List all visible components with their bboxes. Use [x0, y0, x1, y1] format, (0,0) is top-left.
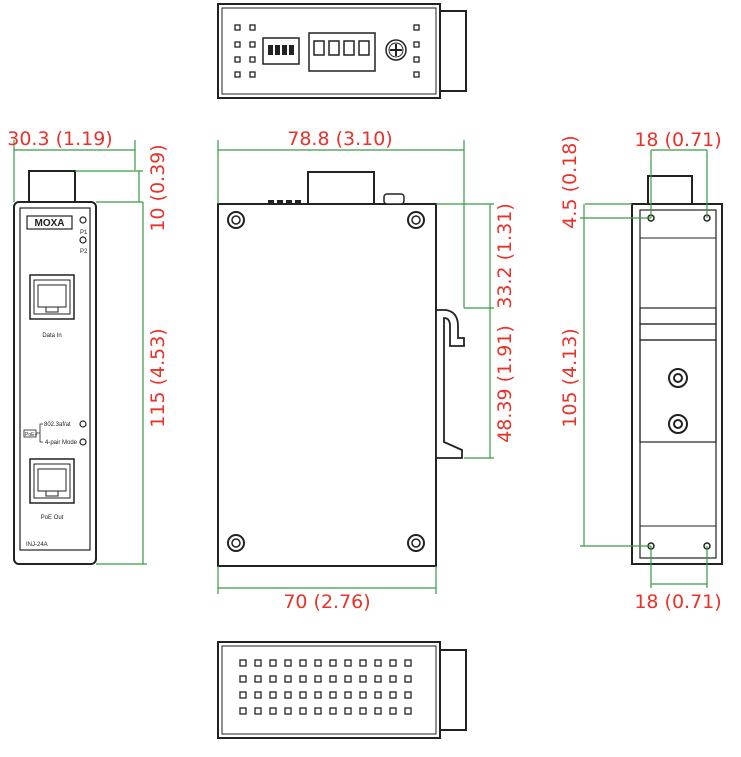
vent-slot	[254, 675, 262, 683]
data-in-port	[29, 274, 75, 320]
dim-front-rail-height: 48.39 (1.91)	[494, 325, 516, 443]
vent-slot	[329, 659, 337, 667]
dim-side-depth: 30.3 (1.19)	[7, 128, 112, 150]
vent-slot	[239, 707, 247, 715]
vent-slot	[269, 659, 277, 667]
vent-slot	[389, 675, 397, 683]
main-view	[217, 171, 465, 567]
screw-icon	[227, 211, 425, 552]
vent-slot	[299, 659, 307, 667]
bottom-view-terminal-cap	[439, 649, 467, 731]
vent-slot	[344, 691, 352, 699]
vent-slot	[299, 691, 307, 699]
vent-slot	[254, 691, 262, 699]
vent-slot	[344, 675, 352, 683]
vent-slot	[359, 707, 367, 715]
vent-slot	[284, 675, 292, 683]
dim-front-top-width: 78.8 (3.10)	[287, 128, 392, 150]
vent-slot	[269, 675, 277, 683]
brand-text: MOXA	[35, 218, 65, 229]
vent-slot	[344, 659, 352, 667]
main-dimension-lines	[217, 140, 494, 594]
vent-slot	[314, 659, 322, 667]
bottom-view-body	[217, 641, 441, 739]
vent-slot	[404, 659, 412, 667]
rear-view-body	[631, 203, 723, 565]
poe-out-port	[29, 458, 75, 504]
top-view-terminal-cap	[439, 10, 467, 92]
rear-view	[631, 175, 723, 565]
vent-slot	[404, 675, 412, 683]
dim-front-bottom-width: 70 (2.76)	[283, 591, 370, 613]
vent-slot	[374, 707, 382, 715]
front-panel-view: MOXA P1 P2 Data In 802.3af/at PoE+ 4-pai…	[13, 170, 97, 565]
vent-slot	[269, 691, 277, 699]
vent-slot	[239, 675, 247, 683]
front-panel-terminal	[28, 170, 76, 203]
vent-slot	[284, 659, 292, 667]
vent-slot	[404, 707, 412, 715]
vent-slot	[404, 691, 412, 699]
vent-slot	[299, 707, 307, 715]
vent-slot	[314, 675, 322, 683]
dip-switch	[262, 37, 300, 65]
din-rail-clip	[435, 309, 465, 459]
top-view	[217, 3, 467, 99]
vent-slot	[374, 659, 382, 667]
vent-slot	[344, 707, 352, 715]
main-view-body	[217, 203, 437, 567]
vent-slot	[359, 659, 367, 667]
poe-out-label: PoE Out	[41, 515, 64, 521]
front-panel-dimension-lines	[13, 140, 147, 565]
poe-standard-label: 802.3af/at	[44, 422, 71, 428]
dim-rear-top-hole-spacing: 18 (0.71)	[634, 129, 721, 151]
ground-screw-icon	[385, 39, 407, 61]
brand-logo	[26, 215, 73, 230]
main-view-terminal	[307, 171, 375, 205]
model-label: INJ-24A	[26, 542, 48, 548]
vent-slot	[254, 659, 262, 667]
mounting-hole-icon	[647, 214, 711, 550]
vent-slot	[329, 707, 337, 715]
led-p1-label: P1	[80, 230, 88, 236]
vent-slot	[374, 675, 382, 683]
rear-view-terminal	[647, 175, 693, 205]
vent-slot	[284, 691, 292, 699]
bottom-view	[217, 641, 467, 739]
vent-slot	[329, 691, 337, 699]
poe-tag-label: PoE+	[25, 432, 37, 438]
vent-slot	[299, 675, 307, 683]
rear-dimension-lines	[580, 149, 708, 588]
vent-slot	[239, 659, 247, 667]
vent-slot	[239, 691, 247, 699]
terminal-block	[308, 32, 376, 72]
four-pair-label: 4-pair Mode	[45, 440, 78, 446]
vent-slot	[254, 707, 262, 715]
vent-slot	[359, 675, 367, 683]
dim-side-height: 115 (4.53)	[147, 328, 169, 427]
vent-slot	[359, 691, 367, 699]
dim-rear-hole-vertical: 105 (4.13)	[559, 328, 581, 427]
dim-front-rail-top: 33.2 (1.31)	[494, 203, 516, 308]
vent-grid	[239, 659, 412, 715]
vent-slot	[389, 691, 397, 699]
data-in-label: Data In	[42, 333, 61, 339]
dim-rear-top-offset: 4.5 (0.18)	[559, 135, 581, 228]
vent-slot	[269, 707, 277, 715]
vent-slot	[314, 691, 322, 699]
led-p2-label: P2	[80, 249, 88, 255]
vent-slot	[374, 691, 382, 699]
vent-slot	[314, 707, 322, 715]
vent-slot	[389, 707, 397, 715]
dim-rear-bottom-hole-spacing: 18 (0.71)	[634, 591, 721, 613]
vent-slot	[284, 707, 292, 715]
vent-slot	[389, 659, 397, 667]
dim-side-top-offset: 10 (0.39)	[147, 144, 169, 231]
front-panel-body	[13, 201, 97, 565]
vent-slot	[329, 675, 337, 683]
